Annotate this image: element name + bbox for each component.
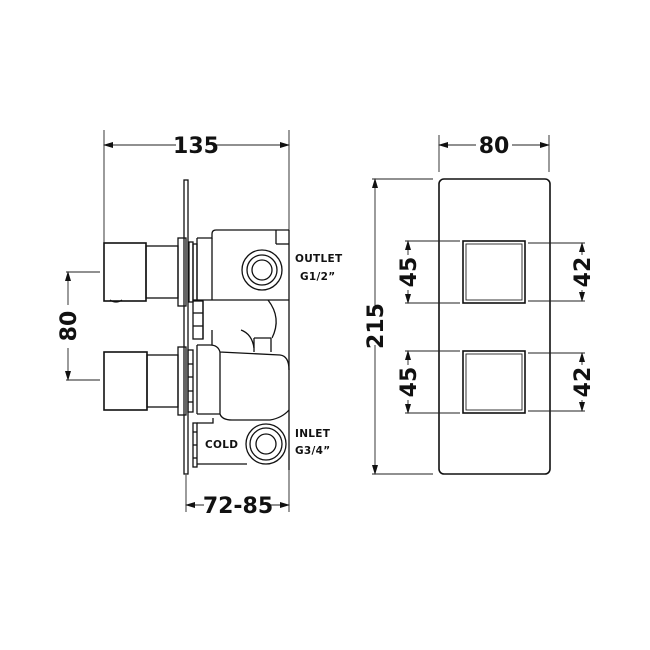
inlet-size-label: G3/4” (295, 445, 330, 457)
dimension-lower-inner: 42 (528, 352, 596, 412)
inlet-label: INLET (295, 428, 331, 440)
dimension-label-215: 215 (364, 303, 389, 349)
dimension-upper-inner: 42 (528, 242, 596, 302)
dimension-label-45-lower: 45 (397, 367, 422, 398)
side-view: 135 80 (57, 130, 343, 519)
dimension-wall-depth: 72-85 (185, 470, 290, 519)
valve-body (192, 229, 290, 470)
cold-label: COLD (205, 439, 238, 451)
dimension-label-45-upper: 45 (397, 257, 422, 288)
upper-square-handle (462, 240, 526, 304)
dimension-label-42-lower: 42 (571, 367, 596, 398)
dimension-lower-outer: 45 (397, 350, 460, 414)
inlet-port (245, 423, 287, 465)
upper-handle (103, 237, 198, 307)
cover-plate (438, 178, 551, 475)
dimension-label-80-spacing: 80 (57, 311, 82, 342)
wall-plate-edge (183, 179, 189, 475)
dimension-overall-depth: 135 (103, 130, 290, 250)
dimension-label-42-upper: 42 (571, 257, 596, 288)
front-view: 80 215 45 42 (364, 134, 596, 475)
outlet-size-label: G1/2” (300, 271, 335, 283)
outlet-label: OUTLET (295, 253, 343, 265)
dimension-label-72-85: 72-85 (203, 494, 273, 519)
dimension-handle-spacing: 80 (57, 271, 100, 381)
dimension-upper-outer: 45 (397, 240, 460, 304)
lower-handle (103, 346, 194, 416)
lower-square-handle (462, 350, 526, 414)
dimension-label-80-width: 80 (479, 134, 510, 159)
dimension-label-135: 135 (173, 134, 219, 159)
dimension-plate-width: 80 (438, 134, 550, 172)
dimension-plate-height: 215 (364, 178, 433, 475)
outlet-port (241, 249, 283, 291)
